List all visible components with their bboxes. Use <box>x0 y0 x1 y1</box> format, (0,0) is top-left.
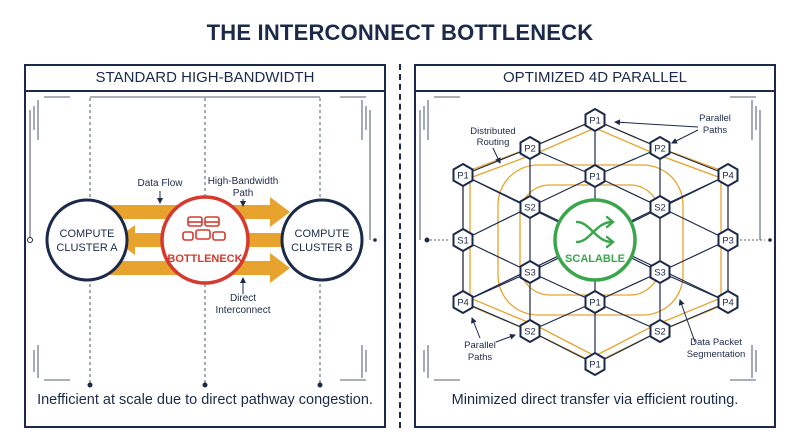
node-hexagon <box>519 318 541 344</box>
node-s2-lower-right: S2 <box>649 318 671 344</box>
node-label: S2 <box>524 327 536 338</box>
node-s2-right: S2 <box>649 194 671 220</box>
distributed-routing-label-1: Distributed <box>470 126 515 137</box>
node-hexagon <box>584 107 606 133</box>
node-hexagon <box>452 162 474 188</box>
parallel-paths-top-label-2: Paths <box>703 125 728 136</box>
node-hexagon <box>519 135 541 161</box>
node-hexagon <box>519 194 541 220</box>
node-label: P2 <box>654 144 666 155</box>
node-hexagon <box>717 289 739 315</box>
node-s2-left: S2 <box>519 194 541 220</box>
node-label: P1 <box>589 360 601 371</box>
node-s3-left: S3 <box>519 259 541 285</box>
node-p1-top: P1 <box>584 107 606 133</box>
compute-cluster-a <box>45 198 129 282</box>
distributed-routing-label-2: Routing <box>477 137 510 148</box>
optimized-caption: Minimized direct transfer via efficient … <box>451 392 739 408</box>
cluster-b-line1: COMPUTE <box>295 228 350 240</box>
node-label: P3 <box>722 236 734 247</box>
page-title: THE INTERCONNECT BOTTLENECK <box>206 20 594 45</box>
right-guides <box>419 96 765 381</box>
node-hexagon <box>649 135 671 161</box>
node-hexagon <box>584 289 606 315</box>
node-hexagon <box>649 318 671 344</box>
right-guide-dot-right <box>768 238 772 242</box>
node-s1: S1 <box>452 227 474 253</box>
cluster-a-line1: COMPUTE <box>60 228 115 240</box>
direct-interconnect-label-2: Interconnect <box>215 305 270 316</box>
node-label: P4 <box>722 298 734 309</box>
node-label: S1 <box>457 236 469 247</box>
direct-interconnect-label-1: Direct <box>230 293 256 304</box>
node-hexagon <box>717 162 739 188</box>
optimized-panel-heading: OPTIMIZED 4D PARALLEL <box>416 66 774 92</box>
scalable-label: SCALABLE <box>565 253 625 265</box>
node-s2-lower-left: S2 <box>519 318 541 344</box>
node-p1-center: P1 <box>584 163 606 189</box>
high-bandwidth-label-2: Path <box>233 188 254 199</box>
node-hexagon <box>717 227 739 253</box>
node-label: P1 <box>589 298 601 309</box>
node-p2-right: P2 <box>649 135 671 161</box>
node-hexagon <box>584 351 606 377</box>
parallel-paths-top-label-1: Parallel <box>699 113 731 124</box>
standard-panel-heading: STANDARD HIGH-BANDWIDTH <box>26 66 384 92</box>
cluster-a-line2: CLUSTER A <box>56 242 118 254</box>
node-hexagon <box>452 227 474 253</box>
data-packet-label-1: Data Packet <box>690 337 742 348</box>
parallel-paths-bottom-label-2: Paths <box>468 352 493 363</box>
data-packet-label-2: Segmentation <box>687 349 746 360</box>
node-label: S2 <box>654 203 666 214</box>
node-label: P2 <box>524 144 536 155</box>
node-p3: P3 <box>717 227 739 253</box>
node-label: S2 <box>654 327 666 338</box>
traffic-jam-cars-icon <box>182 216 226 241</box>
node-hexagon <box>452 289 474 315</box>
node-label: S3 <box>524 268 536 279</box>
high-bandwidth-label-1: High-Bandwidth <box>208 176 279 187</box>
right-guide-dot-left <box>424 237 430 243</box>
parallel-paths-bottom-label-1: Parallel <box>464 340 496 351</box>
panel-divider <box>399 64 401 428</box>
node-label: P1 <box>457 171 469 182</box>
cluster-b-line2: CLUSTER B <box>291 242 353 254</box>
scalable-circle <box>553 198 637 282</box>
node-label: P4 <box>722 171 734 182</box>
node-label: S2 <box>524 203 536 214</box>
data-flow-label: Data Flow <box>137 178 183 189</box>
node-hexagon <box>519 259 541 285</box>
bottleneck-label: BOTTLENECK <box>167 253 242 265</box>
node-hexagon <box>649 194 671 220</box>
node-hexagon <box>584 163 606 189</box>
node-label: P1 <box>589 116 601 127</box>
node-hexagon <box>649 259 671 285</box>
node-s3-right: S3 <box>649 259 671 285</box>
compute-cluster-b <box>280 198 364 282</box>
node-p1-upper-left: P1 <box>452 162 474 188</box>
node-p4-lower-left: P4 <box>452 289 474 315</box>
left-guide-dots <box>27 237 377 388</box>
node-p1-bottom: P1 <box>584 351 606 377</box>
node-p1-lower: P1 <box>584 289 606 315</box>
shuffle-arrows-icon <box>575 215 615 249</box>
node-label: S3 <box>654 268 666 279</box>
node-label: P4 <box>457 298 469 309</box>
node-p4-upper-right: P4 <box>717 162 739 188</box>
bottleneck-circle <box>160 195 250 285</box>
left-guides <box>29 96 371 385</box>
node-p2-left: P2 <box>519 135 541 161</box>
node-p4-lower-right: P4 <box>717 289 739 315</box>
standard-caption: Inefficient at scale due to direct pathw… <box>37 392 373 408</box>
node-label: P1 <box>589 172 601 183</box>
